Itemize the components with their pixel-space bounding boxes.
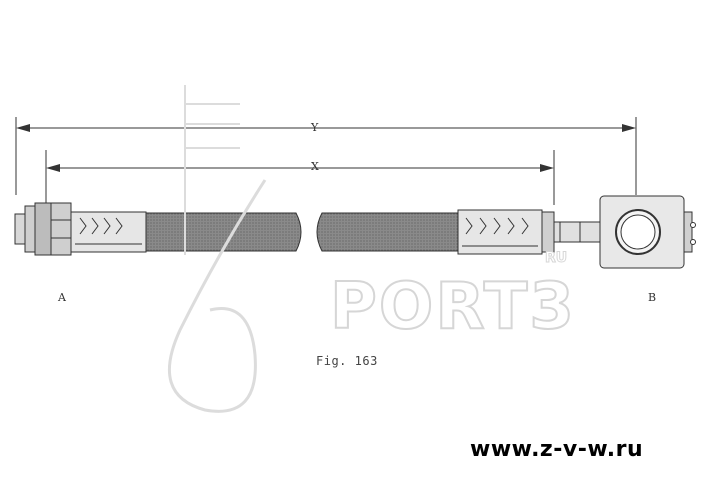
end-b-label: B [648, 291, 657, 304]
figure-caption: Fig. 163 [316, 354, 378, 368]
hose-right-segment [316, 212, 459, 252]
site-url: www.z-v-w.ru [470, 437, 644, 462]
crimp-fitting-right [457, 209, 601, 255]
end-fitting-a [14, 202, 147, 256]
watermark-suffix: RU [544, 250, 568, 267]
hose-left-segment [145, 212, 302, 252]
dimension-y-label: Y [311, 121, 319, 134]
dimension-x-label: X [311, 160, 319, 173]
dimension-y-line [15, 117, 637, 195]
banjo-fitting-b [599, 195, 696, 269]
watermark-brand: PORT3 [329, 269, 576, 345]
dimension-x-line [45, 150, 555, 205]
end-a-label: A [58, 291, 66, 304]
watermark-logo [167, 85, 267, 413]
